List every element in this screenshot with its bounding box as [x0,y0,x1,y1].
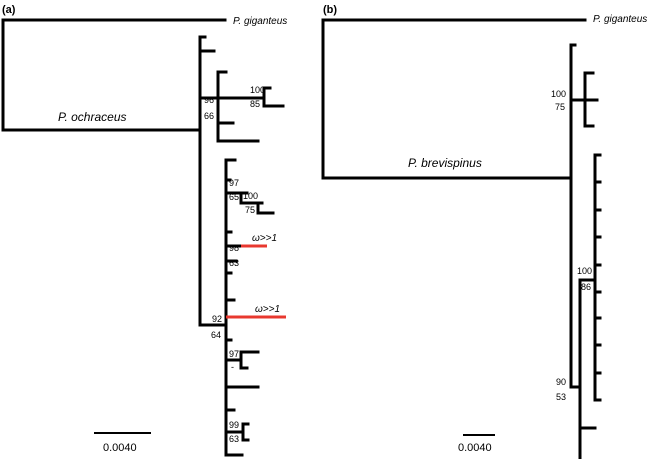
support-value: 63 [229,434,239,444]
support-value: - [231,362,234,372]
panel-a-clade-label: P. ochraceus [58,110,127,124]
support-value: 100 [577,266,592,276]
support-value: 97 [229,178,239,188]
panel-b-upper-subclade [569,43,599,128]
support-value: 100 [250,85,265,95]
support-value: 63 [229,258,239,268]
panel-b: (b) P. giganteus P. brevispinus 100 75 1… [321,4,647,459]
panel-a-support-values: 100 85 96 66 97 65 100 75 98 63 92 64 97… [204,85,265,444]
support-value: 66 [204,111,214,121]
support-value: 92 [212,314,222,324]
support-value: 64 [211,330,221,340]
panel-a-omega-label-2: ω>>1 [255,304,280,315]
panel-a-upper-subclade [198,35,285,143]
panel-b-outgroup-label: P. giganteus [593,14,647,25]
support-value: 100 [551,89,566,99]
panel-b-label: (b) [323,4,337,16]
panel-a-scale-label: 0.0040 [103,442,137,454]
panel-b-scale-label: 0.0040 [458,442,492,454]
support-value: 90 [556,377,566,387]
panel-a-lower-subclade [198,158,275,457]
panel-a-label: (a) [2,4,16,16]
panel-b-root-branches [321,18,587,389]
panel-a-omega-label-1: ω>>1 [252,233,277,244]
support-value: 75 [555,102,565,112]
support-value: 99 [229,420,239,430]
support-value: 65 [229,192,239,202]
support-value: 100 [243,191,258,201]
panel-a-outgroup-label: P. giganteus [233,16,287,27]
panel-a: (a) P. giganteus P. ochraceus ω>>1 ω>>1 … [1,4,287,457]
panel-a-root-branches [1,18,227,327]
support-value: 53 [556,392,566,402]
support-value: 98 [229,243,239,253]
panel-b-clade-label: P. brevispinus [408,156,482,170]
panel-b-lower-subclade [569,153,602,459]
panel-b-support-values: 100 75 100 86 90 53 [551,89,592,402]
support-value: 75 [245,205,255,215]
support-value: 86 [581,282,591,292]
support-value: 96 [204,95,214,105]
support-value: 97 [229,349,239,359]
support-value: 85 [250,99,260,109]
